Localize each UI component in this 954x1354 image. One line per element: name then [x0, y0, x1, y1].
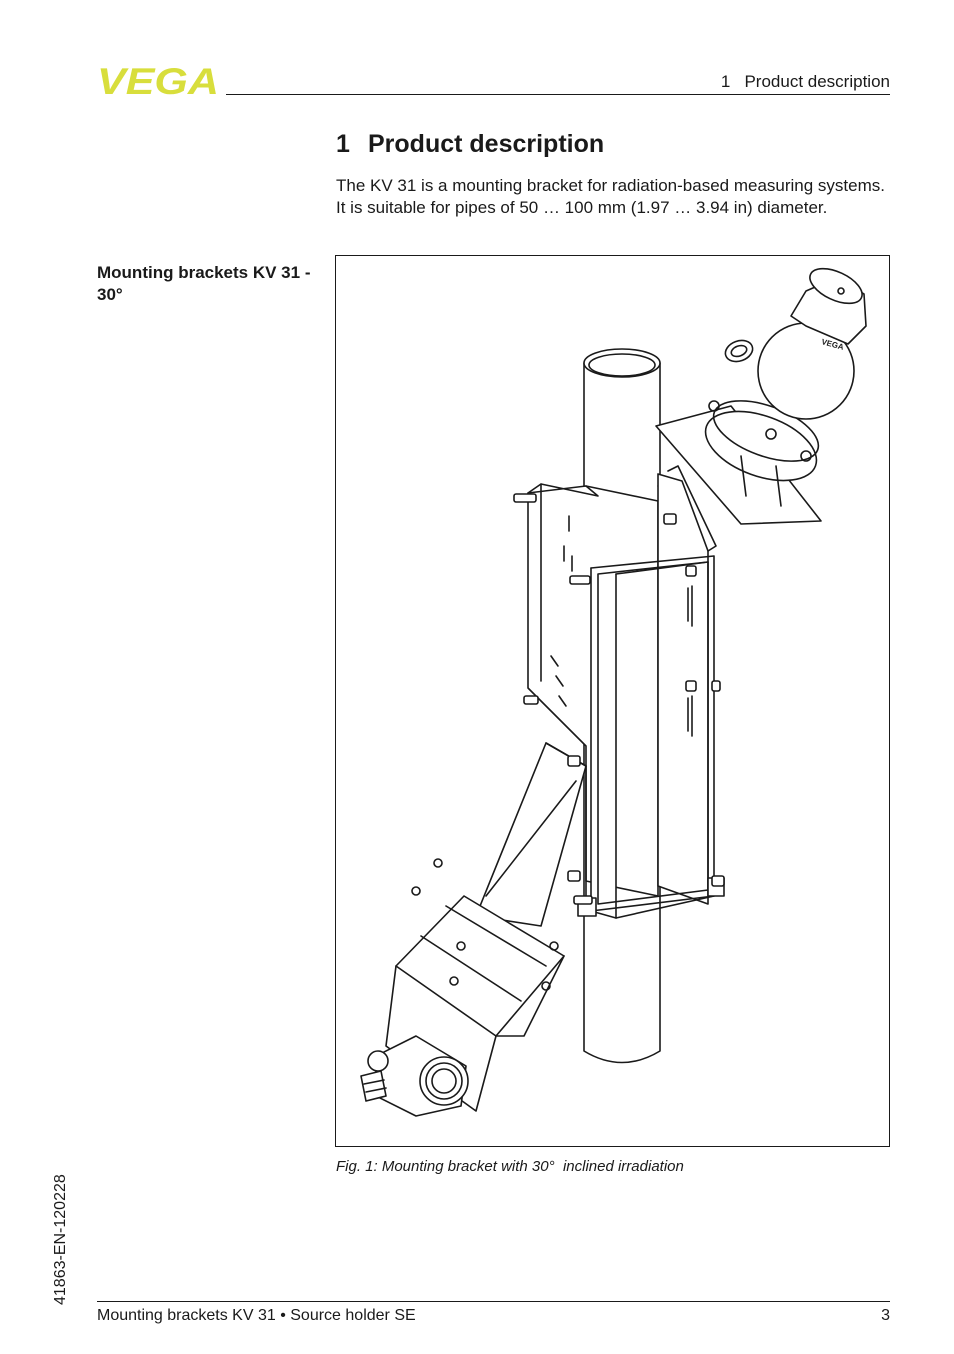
footer-text: Mounting brackets KV 31 • Source holder …	[97, 1307, 416, 1324]
intro-paragraph: The KV 31 is a mounting bracket for radi…	[336, 176, 885, 217]
header-rule	[226, 94, 890, 95]
container-housing	[385, 858, 565, 1112]
bolts	[513, 493, 725, 905]
chapter-number: 1	[336, 130, 350, 158]
mounting-bracket-drawing: VEGA	[360, 267, 867, 1117]
side-bracket	[657, 465, 717, 905]
margin-note: Mounting brackets KV 31 - 30°	[97, 263, 311, 304]
figure-frame: VEGA	[335, 255, 890, 1147]
footer-rule	[97, 1301, 890, 1302]
pipe-clamp	[577, 555, 725, 919]
inclined-channel	[475, 742, 587, 927]
chapter-heading: 1 Product description	[336, 130, 604, 159]
figure-caption: Fig. 1: Mounting bracket with 30° inclin…	[336, 1158, 684, 1175]
document-number: 41863-EN-120228	[52, 1174, 69, 1305]
terminal-head	[360, 1035, 469, 1117]
chapter-title: Product description	[368, 130, 605, 158]
vega-logo: VEGA	[97, 64, 219, 98]
page-number: 3	[881, 1307, 890, 1324]
header-section-title: 1 Product description	[720, 72, 890, 91]
source-holder: VEGA	[655, 267, 867, 525]
vega-logo-text: VEGA	[97, 64, 219, 98]
